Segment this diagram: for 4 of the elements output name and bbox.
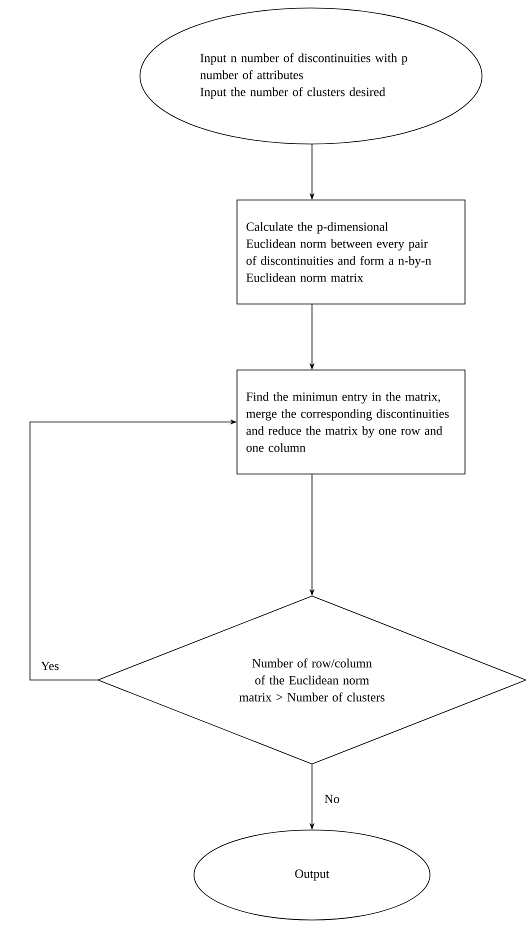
edge-label: Yes — [40, 660, 60, 672]
edge-label: No — [323, 794, 341, 804]
process-box: Find the minimun entry in the matrix, merge the corresponding discontinuities and reduce the matrix by one row and one column — [236, 370, 466, 474]
process-box: Calculate the p-dimensional Euclidean norm between every pair of discontinuities and form a n-by-n Euclidean norm matrix — [236, 200, 466, 304]
